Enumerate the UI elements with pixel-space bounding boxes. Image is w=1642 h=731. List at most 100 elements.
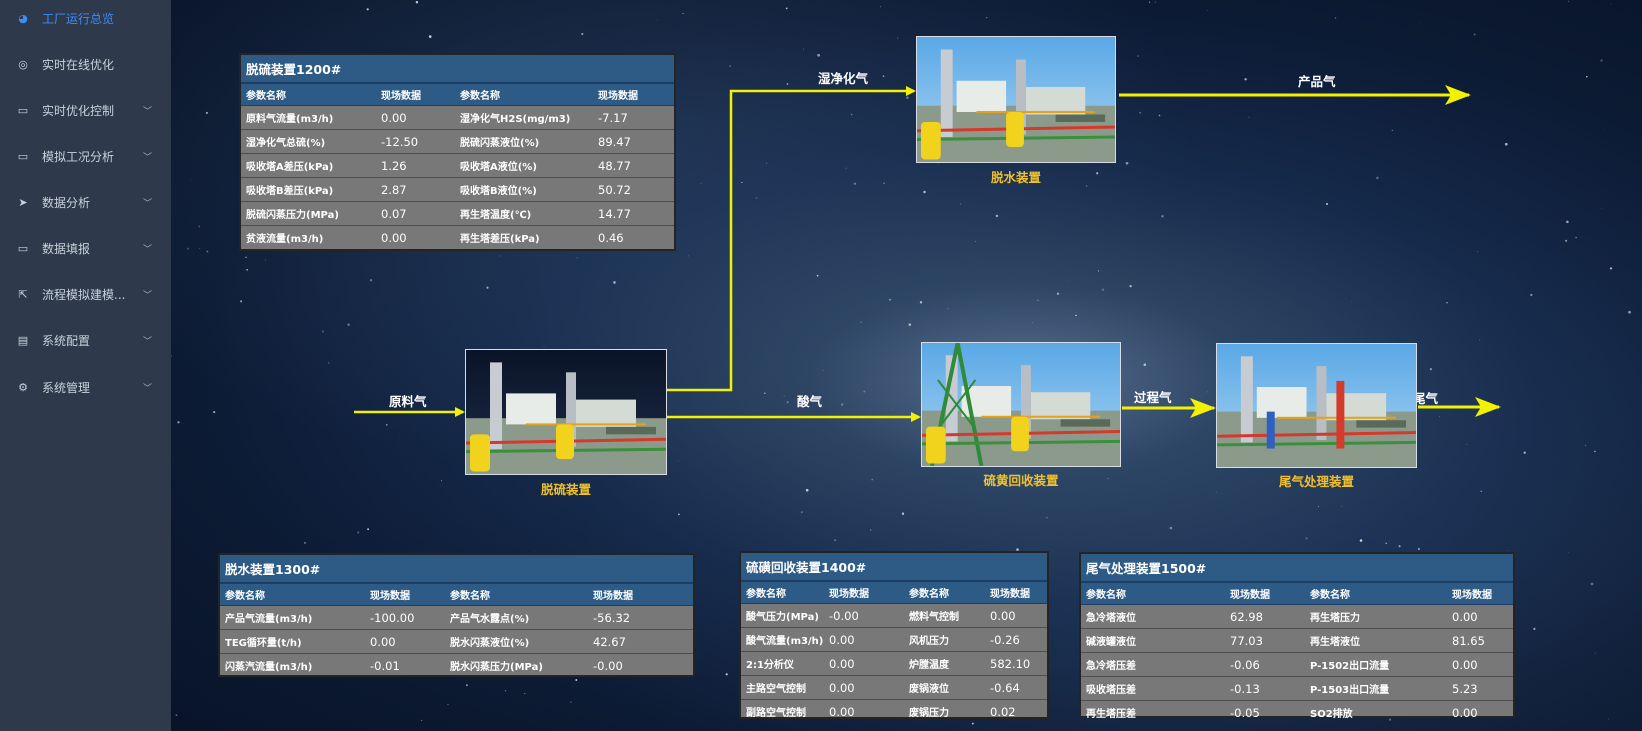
- sidebar-item-0[interactable]: ◕工厂运行总览: [0, 0, 171, 42]
- chevron-down-icon: ﹀: [143, 198, 153, 209]
- param-name-cell: P-1502出口流量: [1305, 652, 1447, 677]
- field-value-cell: 48.77: [593, 153, 674, 178]
- field-value-cell: 42.67: [588, 629, 693, 654]
- param-name-cell: 产品气流量(m3/h): [220, 605, 365, 630]
- sidebar-item-7[interactable]: ▤系统配置﹀: [0, 316, 171, 364]
- param-name-cell: 再生塔压差: [1081, 700, 1225, 724]
- field-value-cell: 62.98: [1225, 604, 1305, 629]
- chevron-down-icon: ﹀: [143, 336, 153, 347]
- param-name-cell: 酸气压力(MPa): [741, 603, 824, 628]
- field-value-cell: -56.32: [588, 605, 693, 630]
- field-value-cell: -12.50: [376, 129, 455, 154]
- column-header: 现场数据: [985, 582, 1047, 604]
- column-header: 参数名称: [904, 582, 985, 604]
- column-header: 参数名称: [241, 84, 376, 106]
- param-name-cell: 副路空气控制: [741, 699, 824, 723]
- sidebar-item-label: 实时在线优化: [42, 57, 115, 72]
- param-name-cell: 风机压力: [904, 627, 985, 652]
- table-header-row: 参数名称现场数据参数名称现场数据: [241, 84, 674, 106]
- field-value-cell: -0.00: [824, 603, 904, 628]
- feed-gas-label: 原料气: [389, 394, 427, 409]
- param-name-cell: 湿净化气总硫(%): [241, 129, 376, 154]
- param-name-cell: 吸收塔A差压(kPa): [241, 153, 376, 178]
- param-name-cell: 吸收塔B液位(%): [455, 177, 593, 202]
- param-name-cell: 主路空气控制: [741, 675, 824, 700]
- sidebar-item-6[interactable]: ⇱流程模拟建模...﹀: [0, 270, 171, 318]
- param-name-cell: 产品气水露点(%): [445, 605, 588, 630]
- field-value-cell: -0.00: [588, 653, 693, 677]
- sidebar-item-8[interactable]: ⚙系统管理﹀: [0, 363, 171, 411]
- desulfurization-unit-label: 脱硫装置: [540, 482, 591, 497]
- dehydration-unit-label: 脱水装置: [990, 170, 1041, 185]
- panel-title: 脱硫装置1200#: [241, 55, 674, 84]
- param-name-cell: 炉膛温度: [904, 651, 985, 676]
- field-value-cell: -100.00: [365, 605, 445, 630]
- sidebar-item-5[interactable]: ▭数据填报﹀: [0, 224, 171, 272]
- sidebar: ◕工厂运行总览◎实时在线优化▭实时优化控制﹀▭模拟工况分析﹀➤数据分析﹀▭数据填…: [0, 0, 171, 731]
- column-header: 现场数据: [1447, 583, 1513, 605]
- column-header: 参数名称: [1081, 583, 1225, 605]
- field-value-cell: 14.77: [593, 201, 674, 226]
- panel-title: 硫磺回收装置1400#: [741, 553, 1047, 582]
- sulfur-recovery-data-panel: 硫磺回收装置1400#参数名称现场数据参数名称现场数据酸气压力(MPa)-0.0…: [739, 551, 1049, 723]
- field-value-cell: 77.03: [1225, 628, 1305, 653]
- param-name-cell: 废锅液位: [904, 675, 985, 700]
- wet-purified-gas-arrow: [667, 86, 916, 392]
- param-name-cell: 吸收塔B差压(kPa): [241, 177, 376, 202]
- field-value-cell: 50.72: [593, 177, 674, 202]
- field-value-cell: 81.65: [1447, 628, 1513, 653]
- param-name-cell: 脱硫闪蒸液位(%): [455, 129, 593, 154]
- param-name-cell: 贫液流量(m3/h): [241, 225, 376, 249]
- sidebar-item-label: 系统管理: [42, 380, 91, 395]
- dashboard-icon: ◕: [18, 11, 28, 25]
- chevron-down-icon: ﹀: [143, 106, 153, 117]
- param-name-cell: SO2排放: [1305, 700, 1447, 724]
- param-name-cell: 再生塔温度(℃): [455, 201, 593, 226]
- column-header: 现场数据: [588, 584, 693, 606]
- table-header-row: 参数名称现场数据参数名称现场数据: [1081, 583, 1513, 605]
- field-value-cell: 89.47: [593, 129, 674, 154]
- param-name-cell: TEG循环量(t/h): [220, 629, 365, 654]
- param-name-cell: 吸收塔压差: [1081, 676, 1225, 701]
- sidebar-item-3[interactable]: ▭模拟工况分析﹀: [0, 132, 171, 180]
- dehydration-unit-image[interactable]: [916, 36, 1116, 163]
- field-value-cell: -0.26: [985, 627, 1047, 652]
- field-value-cell: 0.00: [824, 675, 904, 700]
- param-name-cell: 再生塔液位: [1305, 628, 1447, 653]
- rectangle-icon: ▭: [17, 241, 29, 255]
- sulfur-recovery-unit-image[interactable]: [921, 342, 1121, 467]
- sidebar-item-4[interactable]: ➤数据分析﹀: [0, 178, 171, 226]
- field-value-cell: 0.00: [1447, 700, 1513, 724]
- param-name-cell: 废锅压力: [904, 699, 985, 723]
- field-value-cell: 0.46: [593, 225, 674, 249]
- table-header-row: 参数名称现场数据参数名称现场数据: [220, 584, 693, 606]
- param-name-cell: 碱液罐液位: [1081, 628, 1225, 653]
- param-name-cell: P-1503出口流量: [1305, 676, 1447, 701]
- monitor-icon: ▭: [17, 103, 29, 117]
- param-name-cell: 闪蒸汽流量(m3/h): [220, 653, 365, 677]
- sidebar-item-2[interactable]: ▭实时优化控制﹀: [0, 86, 171, 134]
- sidebar-item-1[interactable]: ◎实时在线优化: [0, 40, 171, 88]
- sulfur-recovery-unit-label: 硫黄回收装置: [983, 473, 1059, 488]
- desulfurization-unit-image[interactable]: [465, 349, 667, 475]
- column-header: 现场数据: [593, 84, 674, 106]
- field-value-cell: 0.00: [1447, 604, 1513, 629]
- wet-purified-gas-label: 湿净化气: [818, 71, 869, 86]
- dehydration-data-panel: 脱水装置1300#参数名称现场数据参数名称现场数据产品气流量(m3/h)-100…: [218, 553, 695, 677]
- field-value-cell: -0.05: [1225, 700, 1305, 724]
- field-value-cell: 0.07: [376, 201, 455, 226]
- tail-gas-treatment-unit-image[interactable]: [1216, 343, 1417, 468]
